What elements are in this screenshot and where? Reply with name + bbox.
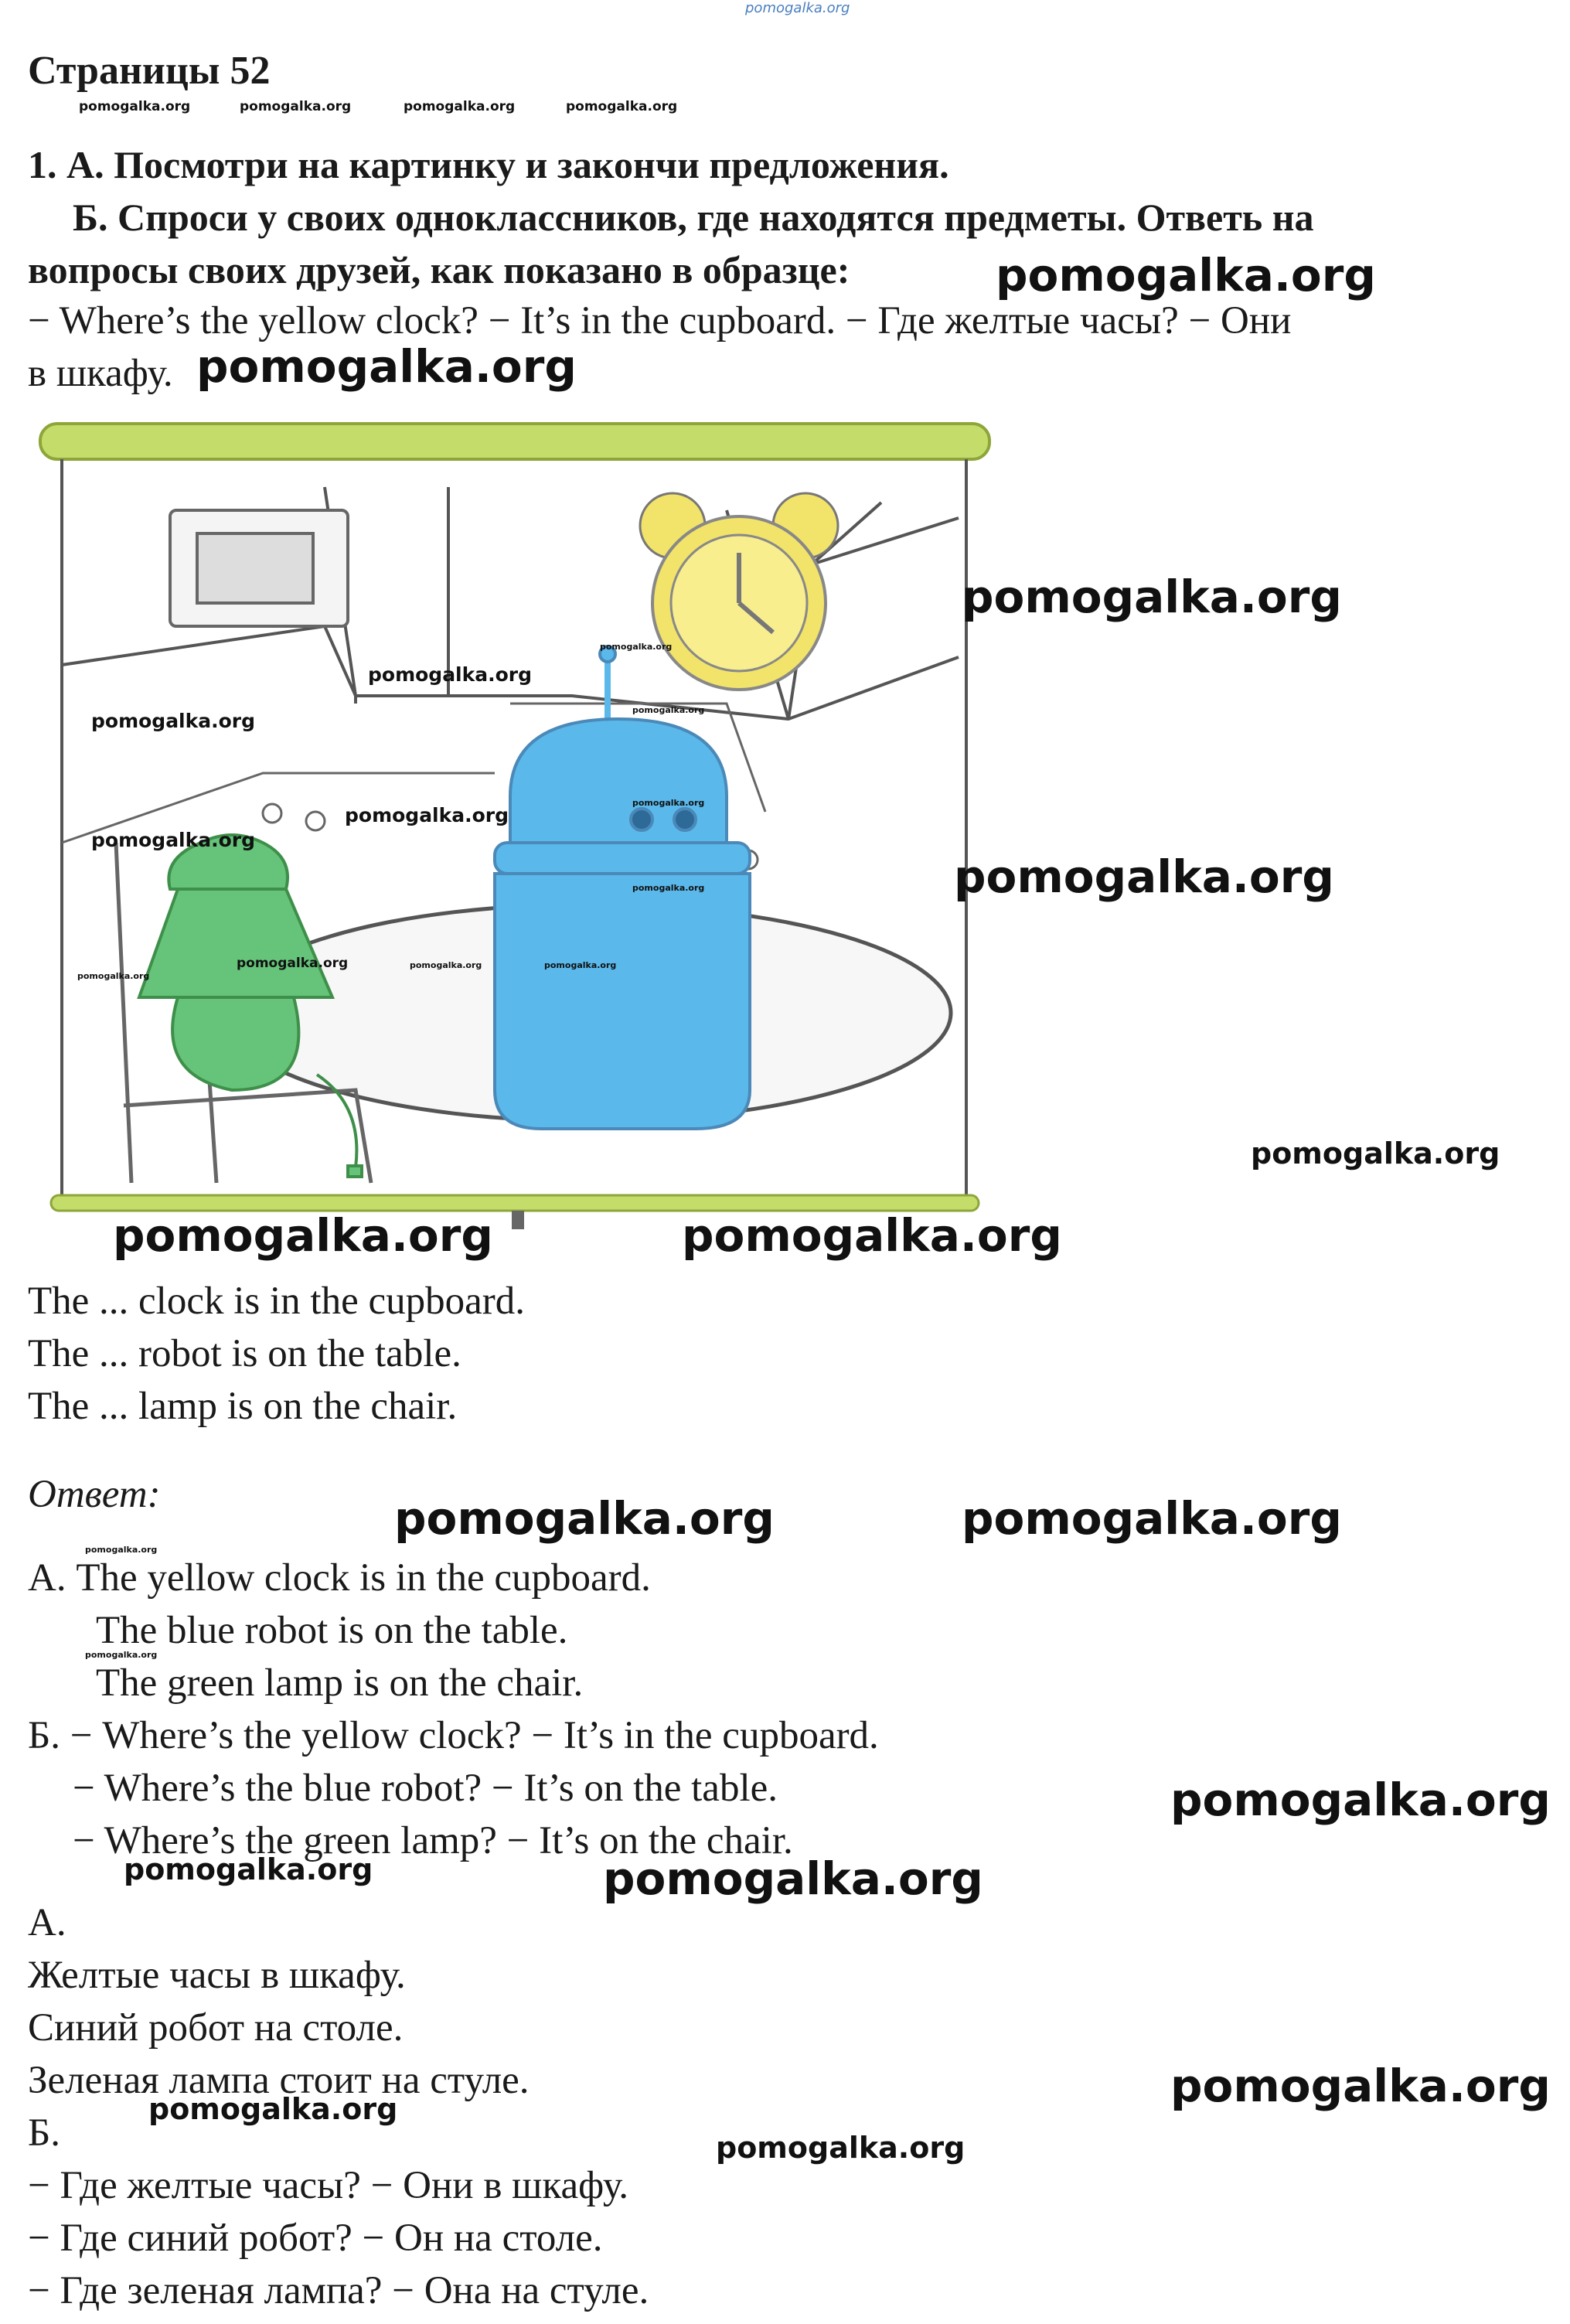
answer-a-ru: Желтые часы в шкафу. — [28, 1954, 406, 1997]
watermark: pomogalka.org — [544, 960, 617, 970]
watermark: pomogalka.org — [404, 99, 516, 114]
watermark: pomogalka.org — [1251, 1136, 1500, 1171]
task-b-line2: вопросы своих друзей, как показано в обр… — [28, 248, 850, 291]
watermark: pomogalka.org — [603, 1852, 983, 1905]
watermark: pomogalka.org — [632, 798, 705, 808]
task-a: 1. А. Посмотри на картинку и закончи пре… — [28, 143, 949, 186]
watermark: pomogalka.org — [1170, 2060, 1551, 2112]
answer-b-en: − Where’s the blue robot? − It’s on the … — [73, 1767, 778, 1810]
answer-b-ru: − Где зеленая лампа? − Она на стуле. — [28, 2269, 649, 2312]
answer-b-label: Б. — [28, 2111, 61, 2155]
answer-a-en: The green lamp is on the chair. — [96, 1661, 584, 1705]
watermark: pomogalka.org — [962, 571, 1342, 623]
watermark: pomogalka.org — [77, 971, 150, 981]
answer-a-ru: Синий робот на столе. — [28, 2006, 404, 2050]
watermark: pomogalka.org — [410, 960, 482, 970]
frame-top-bar — [39, 422, 991, 461]
watermark: pomogalka.org — [79, 99, 191, 114]
watermark: pomogalka.org — [85, 1650, 158, 1660]
watermark: pomogalka.org — [113, 1209, 493, 1262]
watermark: pomogalka.org — [240, 99, 352, 114]
watermark: pomogalka.org — [394, 1492, 775, 1545]
watermark: pomogalka.org — [196, 340, 577, 393]
kitchen-illustration — [39, 422, 991, 1229]
microwave — [169, 509, 349, 628]
example-line1: − Where’s the yellow clock? − It’s in th… — [28, 299, 1292, 342]
hanging-cord-icon — [512, 1211, 524, 1229]
page-title: Страницы 52 — [28, 49, 271, 93]
watermark: pomogalka.org — [954, 850, 1334, 903]
watermark: pomogalka.org — [600, 642, 673, 652]
answer-label: Ответ: — [28, 1473, 161, 1516]
watermark: pomogalka.org — [124, 1852, 373, 1886]
example-line2: в шкафу. — [28, 352, 173, 395]
watermark: pomogalka.org — [368, 663, 533, 686]
answer-b-en: − Where’s the green lamp? − It’s on the … — [73, 1819, 793, 1862]
answer-a-label: А. — [28, 1901, 66, 1944]
watermark: pomogalka.org — [91, 710, 256, 732]
top-watermark: pomogalka.org — [745, 0, 850, 16]
watermark: pomogalka.org — [85, 1545, 158, 1555]
watermark: pomogalka.org — [996, 249, 1376, 302]
yellow-clock — [639, 492, 839, 691]
watermark: pomogalka.org — [148, 2092, 398, 2126]
watermark: pomogalka.org — [345, 804, 509, 826]
answer-a-en: The blue robot is on the table. — [96, 1609, 568, 1652]
watermark: pomogalka.org — [632, 705, 705, 715]
sentence: The ... clock is in the cupboard. — [28, 1280, 525, 1323]
task-b-line1: Б. Спроси у своих одноклассников, где на… — [73, 196, 1314, 239]
watermark: pomogalka.org — [716, 2131, 965, 2165]
watermark: pomogalka.org — [632, 883, 705, 893]
watermark: pomogalka.org — [682, 1209, 1062, 1262]
watermark: pomogalka.org — [1170, 1774, 1551, 1826]
answer-a-ru: Зеленая лампа стоит на стуле. — [28, 2059, 530, 2102]
watermark: pomogalka.org — [91, 829, 256, 851]
watermark: pomogalka.org — [962, 1492, 1342, 1545]
green-lamp — [137, 833, 363, 1178]
answer-b-en: Б. − Where’s the yellow clock? − It’s in… — [28, 1714, 879, 1757]
blue-robot — [493, 645, 751, 1130]
sentence: The ... robot is on the table. — [28, 1332, 461, 1375]
watermark: pomogalka.org — [566, 99, 678, 114]
answer-b-ru: − Где желтые часы? − Они в шкафу. — [28, 2164, 629, 2207]
sentence: The ... lamp is on the chair. — [28, 1385, 458, 1428]
answer-a-en: А. The yellow clock is in the cupboard. — [28, 1556, 651, 1600]
frame-bottom-bar — [49, 1194, 980, 1212]
answer-b-ru: − Где синий робот? − Он на столе. — [28, 2217, 603, 2260]
watermark: pomogalka.org — [237, 956, 349, 971]
